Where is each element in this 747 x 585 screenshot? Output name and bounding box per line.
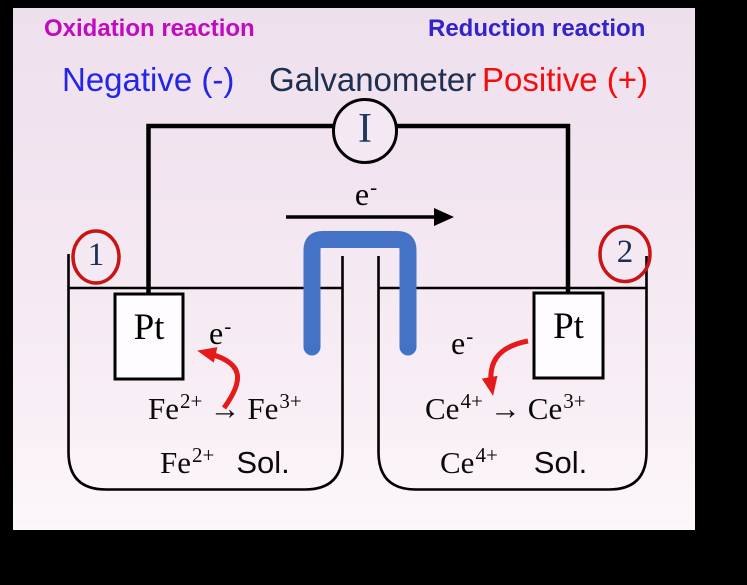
- electron-arrow-cell1: [197, 347, 240, 410]
- negative-terminal-label: Negative (-): [62, 61, 235, 98]
- electron-base: e: [209, 315, 224, 351]
- product-charge: 3+: [563, 389, 586, 413]
- electron-sup: -: [370, 175, 378, 199]
- electrode-1-label: Pt: [133, 307, 165, 348]
- electron-arrow-cell2: [481, 338, 529, 396]
- cell-2-number: 2: [616, 234, 634, 270]
- solution-species: Fe: [160, 445, 191, 480]
- oxidation-reaction-label: Oxidation reaction: [44, 15, 255, 42]
- electron-flow-label: e-: [344, 175, 388, 212]
- cell-1-electron-label: e-: [209, 314, 232, 351]
- solution-charge: 4+: [475, 443, 498, 467]
- product: Fe: [247, 391, 279, 426]
- beaker-1-outline: [67, 254, 344, 491]
- electron-base: e: [354, 176, 370, 212]
- galvanometer-label: Galvanometer: [269, 61, 477, 98]
- cell-1-reaction: Fe2+→Fe3+: [148, 391, 302, 426]
- electrode-2-label: Pt: [553, 306, 584, 347]
- galvanometer-circle: [332, 98, 398, 164]
- product: Ce: [527, 391, 563, 426]
- solution-species: Ce: [440, 445, 475, 480]
- reaction-arrow: →: [209, 391, 241, 426]
- reactant-charge: 4+: [460, 389, 483, 413]
- positive-terminal-label: Positive (+): [482, 61, 648, 98]
- cell-2-reaction: Ce4+→Ce3+: [425, 391, 586, 426]
- reactant: Ce: [425, 391, 460, 426]
- reduction-reaction-label: Reduction reaction: [428, 15, 646, 42]
- solution-label: Sol.: [236, 445, 290, 480]
- electron-base: e: [451, 325, 466, 361]
- reactant: Fe: [148, 391, 179, 426]
- solution-charge: 2+: [192, 443, 215, 467]
- cell-1-badge-circle: [71, 229, 121, 285]
- cell-2-badge-circle: [598, 224, 652, 284]
- cell-1-solution: Fe2+ Sol.: [160, 445, 290, 480]
- beaker-2-outline: [377, 256, 648, 491]
- reactant-charge: 2+: [180, 389, 203, 413]
- electrode-2-box: [532, 291, 605, 380]
- salt-bridge: [303, 231, 417, 356]
- electron-flow-arrowhead: [434, 208, 454, 226]
- electron-sup: -: [466, 324, 474, 348]
- electron-sup: -: [224, 314, 232, 338]
- electrode-1-box: [113, 292, 185, 381]
- reaction-arrow: →: [489, 391, 521, 426]
- cell-2-solution: Ce4+ Sol.: [440, 445, 588, 480]
- slide-background: [13, 8, 695, 530]
- product-charge: 3+: [279, 389, 302, 413]
- solution-label: Sol.: [533, 445, 588, 480]
- cell-2-electron-label: e-: [451, 324, 474, 361]
- galvanometer-current-symbol: I: [358, 106, 372, 152]
- cell-1-number: 1: [87, 237, 105, 273]
